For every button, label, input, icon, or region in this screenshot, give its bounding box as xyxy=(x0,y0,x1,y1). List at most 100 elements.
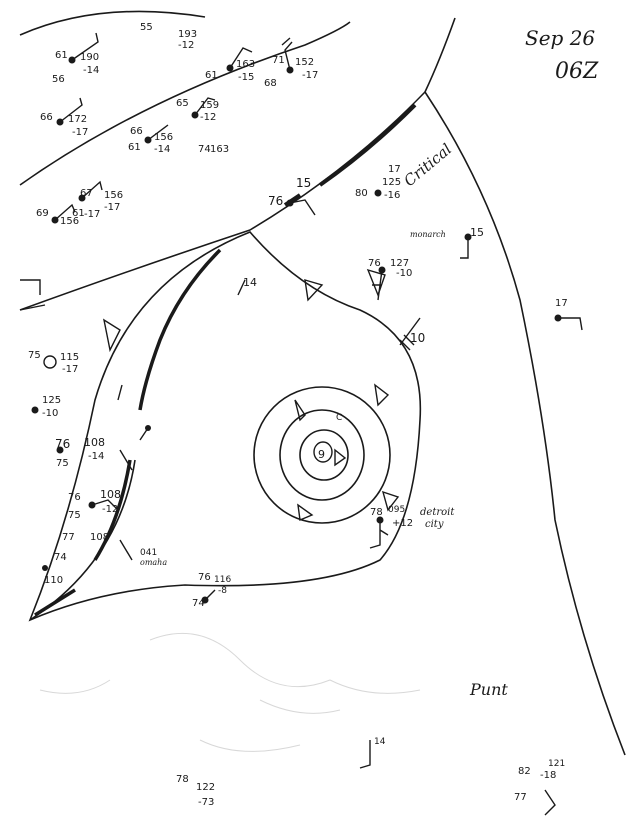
station-tendency: -10 xyxy=(42,408,58,419)
wind-barb xyxy=(204,589,216,601)
station-tendency: -12 xyxy=(102,504,118,515)
station-pressure: 156 xyxy=(60,216,79,227)
station-tendency: -17 xyxy=(302,70,318,81)
station-pressure: 108 xyxy=(100,488,121,501)
station-pressure: 15 xyxy=(296,176,311,190)
station-temp: 76 xyxy=(68,492,81,503)
wind-barb xyxy=(81,180,103,199)
faint-coastline xyxy=(39,679,111,694)
station-tendency: +12 xyxy=(392,518,413,529)
station-pressure: 121 xyxy=(548,759,565,769)
isobar-ring-outer xyxy=(253,386,391,524)
wind-barb xyxy=(558,317,583,331)
station-pressure: 125 xyxy=(382,177,401,188)
station-pressure: 163 xyxy=(210,144,229,155)
front-barb xyxy=(381,490,400,512)
station-temp: 76 xyxy=(55,437,70,451)
front-barb xyxy=(374,383,390,407)
wind-barb xyxy=(71,32,99,61)
wind-barb xyxy=(229,47,253,69)
annotation-detroit: detroit xyxy=(420,507,455,518)
wind-barb xyxy=(54,203,76,221)
front-barb xyxy=(294,399,306,422)
station-pressure: 172 xyxy=(68,114,87,125)
station-tendency: -10 xyxy=(396,268,412,279)
annotation-omaha: omaha xyxy=(140,558,167,567)
isobar-ring-center xyxy=(313,441,333,463)
station-dewpoint: 75 xyxy=(68,510,81,521)
front-barb xyxy=(297,503,314,521)
wind-barb xyxy=(59,97,83,123)
station-models: 61 190 -14 56 55 193 -12 66 172 -17 61 1… xyxy=(28,22,568,808)
station-temp: 76 xyxy=(198,572,211,583)
station-temp: 77 xyxy=(514,792,527,803)
wind-barb xyxy=(20,279,41,295)
station-dewpoint: 56 xyxy=(52,74,65,85)
wind-barb xyxy=(147,124,169,141)
faint-basemap xyxy=(39,632,421,752)
station-temp: 69 xyxy=(36,208,49,219)
wind-barb xyxy=(19,304,46,311)
station-tendency: -17 xyxy=(62,364,78,375)
station-dewpoint: 80 xyxy=(355,188,368,199)
station-dot xyxy=(31,406,39,414)
station-pressure: 156 xyxy=(154,132,173,143)
station-dot xyxy=(56,446,64,454)
station-tendency: -15 xyxy=(238,72,254,83)
station-temp: 67 xyxy=(80,188,93,199)
station-dewpoint: 75 xyxy=(56,458,69,469)
station-tendency: -18 xyxy=(540,770,556,781)
station-pressure: 17 xyxy=(555,298,568,309)
station-tendency: -14 xyxy=(154,144,170,155)
station-temp: 78 xyxy=(370,507,383,518)
front-barb xyxy=(102,318,121,353)
station-pressure: 122 xyxy=(196,782,215,793)
isobar-label: C xyxy=(336,413,342,423)
station-dewpoint: 74 xyxy=(54,552,67,563)
circled-station-symbol xyxy=(43,355,57,369)
station-temp: 76 xyxy=(368,258,381,269)
station-dewpoint: 68 xyxy=(264,78,277,89)
station-pressure: 159 xyxy=(200,100,219,111)
station-pressure: 095 xyxy=(388,505,405,515)
station-temp: 61 xyxy=(55,50,68,61)
front-heavy-segment xyxy=(318,103,417,187)
cold-front-branch xyxy=(29,459,136,621)
station-temp: 17 xyxy=(388,164,401,175)
annotation-monarch: monarch xyxy=(410,230,446,239)
station-dewpoint: 61 xyxy=(128,142,141,153)
station-tendency: -12 xyxy=(178,40,194,51)
station-dewpoint: 74 xyxy=(192,598,205,609)
wind-barb xyxy=(399,317,421,351)
station-pressure: 116 xyxy=(214,575,231,585)
station-pressure: 190 xyxy=(80,52,99,63)
station-temp: 55 xyxy=(140,22,153,33)
isobar-arc-upper xyxy=(19,21,351,186)
station-tendency: -14 xyxy=(88,451,104,462)
station-pressure: 193 xyxy=(178,29,197,40)
isobar-ring-inner xyxy=(299,429,349,481)
front-barb xyxy=(304,279,324,302)
station-temp: 66 xyxy=(130,126,143,137)
station-temp: 65 xyxy=(176,98,189,109)
station-dot xyxy=(374,189,382,197)
map-date: Sep 26 xyxy=(525,26,595,50)
wind-barb xyxy=(460,237,469,259)
low-center-label: 9 xyxy=(318,448,325,461)
front-barb xyxy=(366,268,386,297)
faint-coastline xyxy=(199,739,301,752)
wind-barb xyxy=(119,449,133,561)
front-barb xyxy=(334,448,347,467)
wind-barb xyxy=(281,37,293,71)
station-tendency: -17 xyxy=(104,202,120,213)
outer-isobar-teardrop xyxy=(28,231,422,622)
station-pressure: 125 xyxy=(42,395,61,406)
faint-coastline xyxy=(149,632,421,694)
annotation-punt: Punt xyxy=(469,680,508,699)
station-temp: 61 xyxy=(205,70,218,81)
wind-barb xyxy=(369,520,389,549)
station-pressure: 110 xyxy=(44,575,63,586)
station-tendency: -73 xyxy=(198,797,214,808)
